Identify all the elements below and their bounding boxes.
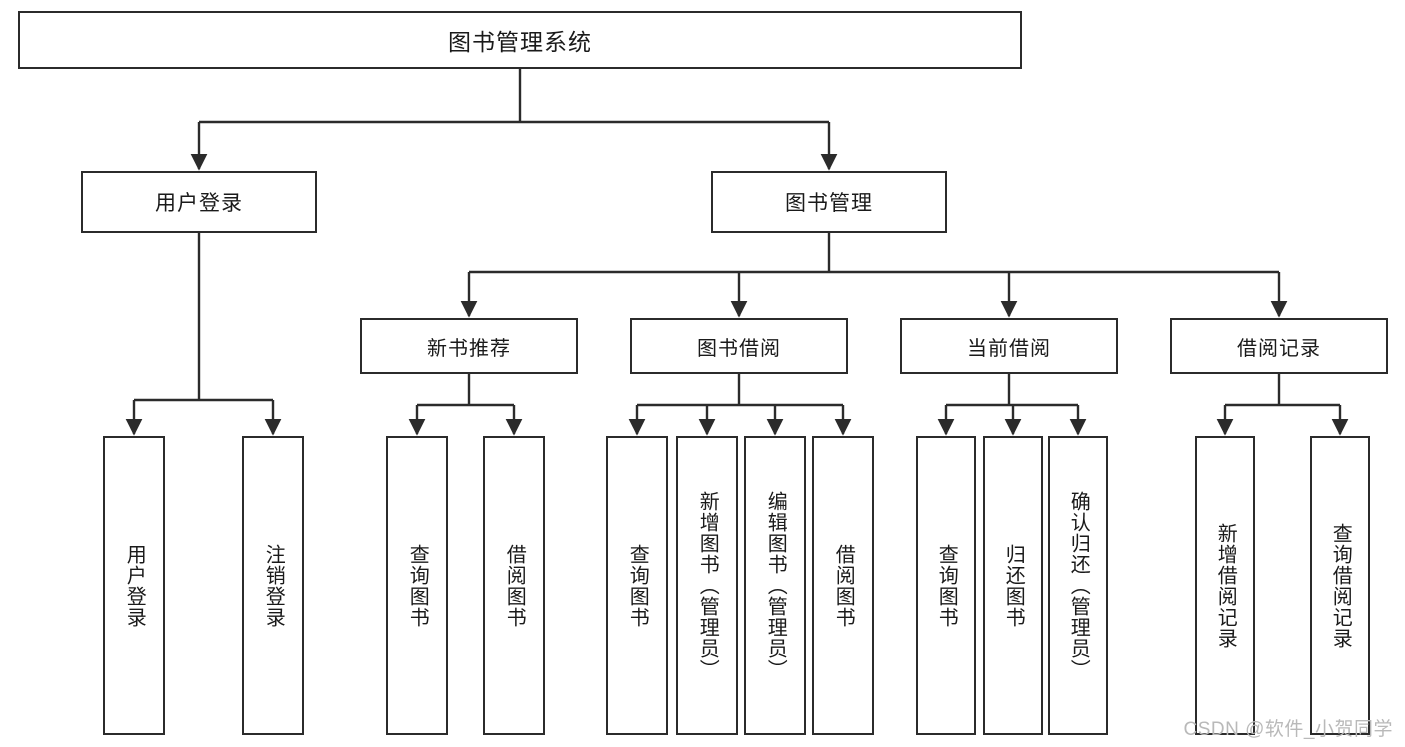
leaf-query-borrow-record-label: 查询借阅记录 xyxy=(1329,522,1352,649)
leaf-borrow-book-label: 借阅图书 xyxy=(832,543,855,628)
node-current-borrow[interactable]: 当前借阅 xyxy=(900,318,1118,374)
node-book-borrow[interactable]: 图书借阅 xyxy=(630,318,848,374)
leaf-query-book-borrow-label: 查询图书 xyxy=(626,543,649,628)
csdn-watermark: CSDN @软件_小贺同学 xyxy=(1183,719,1393,740)
leaf-return-book[interactable]: 归还图书 xyxy=(983,436,1043,735)
leaf-logout-label: 注销登录 xyxy=(262,543,285,628)
node-borrow-records-label: 借阅记录 xyxy=(1237,337,1321,360)
leaf-confirm-return-admin[interactable]: 确认归还（管理员） xyxy=(1048,436,1108,735)
leaf-query-book-current[interactable]: 查询图书 xyxy=(916,436,976,735)
leaf-edit-book-admin-label: 编辑图书（管理员） xyxy=(764,491,787,680)
leaf-borrow-book[interactable]: 借阅图书 xyxy=(812,436,874,735)
leaf-add-book-admin[interactable]: 新增图书（管理员） xyxy=(676,436,738,735)
node-borrow-records[interactable]: 借阅记录 xyxy=(1170,318,1388,374)
leaf-add-borrow-record-label: 新增借阅记录 xyxy=(1214,522,1237,649)
node-user-login[interactable]: 用户登录 xyxy=(81,171,317,233)
leaf-query-book-current-label: 查询图书 xyxy=(935,543,958,628)
node-root[interactable]: 图书管理系统 xyxy=(18,11,1022,69)
leaf-query-book-recommend-label: 查询图书 xyxy=(406,543,429,628)
leaf-user-login-label: 用户登录 xyxy=(123,543,146,628)
node-root-label: 图书管理系统 xyxy=(448,29,592,55)
node-book-management-label: 图书管理 xyxy=(785,192,873,215)
leaf-add-borrow-record[interactable]: 新增借阅记录 xyxy=(1195,436,1255,735)
leaf-logout[interactable]: 注销登录 xyxy=(242,436,304,735)
node-new-book-recommend[interactable]: 新书推荐 xyxy=(360,318,578,374)
leaf-borrow-book-recommend-label: 借阅图书 xyxy=(503,543,526,628)
leaf-borrow-book-recommend[interactable]: 借阅图书 xyxy=(483,436,545,735)
leaf-query-borrow-record[interactable]: 查询借阅记录 xyxy=(1310,436,1370,735)
node-book-borrow-label: 图书借阅 xyxy=(697,337,781,360)
node-current-borrow-label: 当前借阅 xyxy=(967,337,1051,360)
node-book-management[interactable]: 图书管理 xyxy=(711,171,947,233)
node-new-book-recommend-label: 新书推荐 xyxy=(427,337,511,360)
leaf-edit-book-admin[interactable]: 编辑图书（管理员） xyxy=(744,436,806,735)
node-user-login-label: 用户登录 xyxy=(155,192,243,215)
leaf-return-book-label: 归还图书 xyxy=(1002,543,1025,628)
leaf-query-book-recommend[interactable]: 查询图书 xyxy=(386,436,448,735)
leaf-query-book-borrow[interactable]: 查询图书 xyxy=(606,436,668,735)
leaf-user-login[interactable]: 用户登录 xyxy=(103,436,165,735)
leaf-confirm-return-admin-label: 确认归还（管理员） xyxy=(1067,491,1090,680)
leaf-add-book-admin-label: 新增图书（管理员） xyxy=(696,491,719,680)
